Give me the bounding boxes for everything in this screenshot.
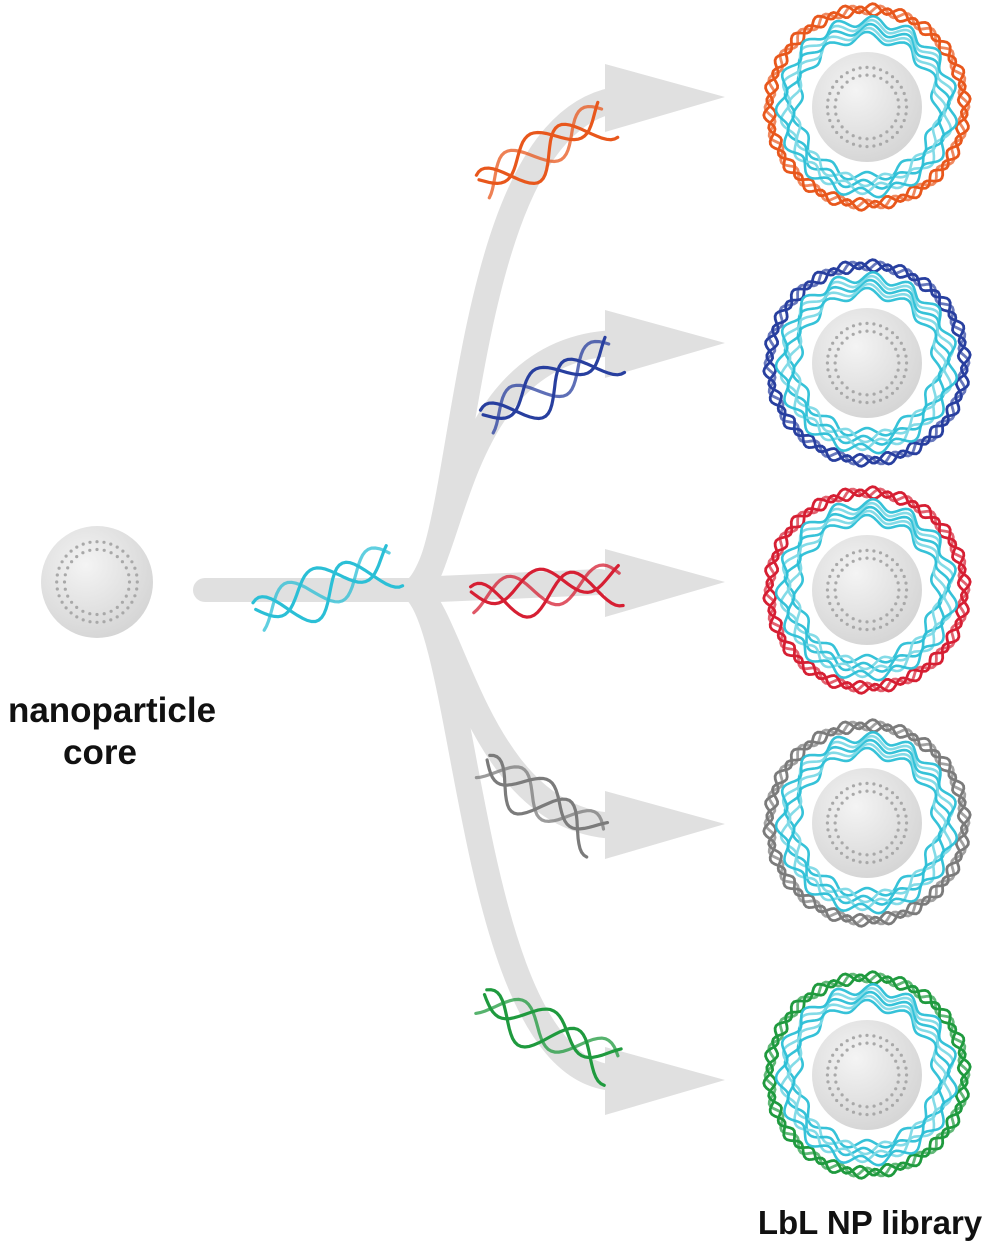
lbl-nanoparticle-gray [762,718,972,928]
arrow-branch-blue [402,330,628,603]
strand-red [469,563,625,619]
strand-cyan [251,544,405,632]
lbl-nanoparticle-orange [762,2,972,212]
core-sphere [812,535,922,645]
core-label-line1: nanoparticle [8,691,216,730]
core-sphere [812,308,922,418]
arrowhead-green [605,1047,725,1115]
nanoparticles [41,2,972,1180]
base-layer-strand [783,990,952,1158]
lbl-nanoparticle-green [762,970,972,1180]
lbl-core [812,768,922,878]
outer-layer-strand [762,2,972,212]
core-sphere [812,768,922,878]
base-layer-strand [779,986,955,1164]
arrowhead-red [605,549,725,617]
base-layer-strand [783,505,952,673]
base-layer-strand [791,998,943,1149]
lbl-core [812,308,922,418]
base-layer-strand [774,731,959,915]
nanoparticle-core [41,526,153,638]
base-layer-strand [783,738,952,906]
lbl-core [812,1020,922,1130]
core-sphere [812,1020,922,1130]
polymer-strands [251,100,627,1087]
base-layer-strand [783,22,952,190]
base-layer-strand [774,271,959,455]
outer-layer-strand [762,485,972,695]
outer-layer-strand [762,970,972,1180]
core-sphere [812,52,922,162]
base-layer-strand [779,734,955,912]
base-layer-strand [791,746,943,897]
outer-layer-strand [762,258,972,468]
base-layer-strand [791,30,943,181]
outer-layer-strand [762,718,972,928]
lbl-core [812,52,922,162]
branching-arrows [193,64,725,1115]
strand-green [474,988,623,1087]
base-layer-strand [779,18,955,196]
lbl-nanoparticle-red [762,485,972,695]
base-layer-strand [791,513,943,664]
base-layer-strand [779,274,955,452]
base-layer-strand [774,983,959,1167]
base-layer-strand [779,501,955,679]
core-sphere [41,526,153,638]
strand-gray [474,753,610,859]
core-label-line2: core [63,733,137,772]
base-layer-strand [791,286,943,437]
base-layer-strand [783,278,952,446]
lbl-nanoparticle-blue [762,258,972,468]
base-layer-strand [774,498,959,682]
strand-orange [474,100,620,200]
arrowhead-blue [605,310,725,378]
arrowhead-gray [605,791,725,859]
library-label: LbL NP library [758,1204,983,1241]
strand-blue [478,335,627,435]
arrowhead-orange [605,64,725,132]
lbl-core [812,535,922,645]
base-layer-strand [774,15,959,199]
